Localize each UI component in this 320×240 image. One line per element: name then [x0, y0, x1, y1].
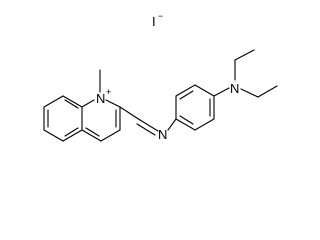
benzo-ring	[43, 95, 83, 142]
phenylene-ring	[175, 84, 215, 131]
vinyl-bond	[119, 106, 141, 121]
iodide-label: I	[152, 14, 156, 29]
imine-aryl-bond	[167, 118, 177, 131]
ethyl-upper	[234, 49, 255, 81]
quinolinium-charge: +	[106, 87, 111, 97]
imine-nitrogen-label: N	[158, 127, 167, 142]
aryl-amine-bond	[213, 87, 230, 97]
molecule-drawing: I − N +	[43, 11, 278, 142]
imine-double-bond-b	[136, 123, 156, 136]
amine-nitrogen-label: N	[230, 81, 239, 96]
ethyl-lower	[240, 85, 278, 98]
iodide-charge: −	[158, 11, 163, 21]
quinolinium-nitrogen-label: N	[96, 91, 105, 106]
imine-double-bond-a	[139, 119, 159, 132]
chemical-structure-canvas: I − N +	[43, 11, 278, 142]
pyridinium-ring	[81, 99, 121, 142]
